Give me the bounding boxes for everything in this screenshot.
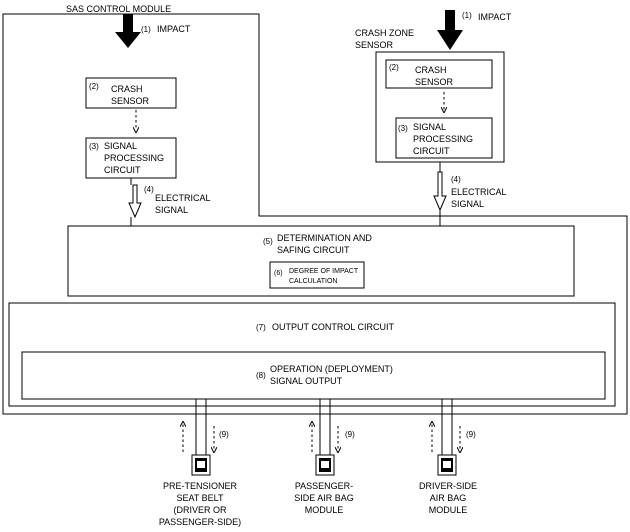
electrical-line1-right: ELECTRICAL xyxy=(451,187,507,197)
operation-line2: SIGNAL OUTPUT xyxy=(270,376,343,386)
electrical-signal-arrow-right xyxy=(433,171,447,212)
signal-processing-number-right: (3) xyxy=(398,124,408,133)
crash-zone-title-line1: CRASH ZONE xyxy=(355,28,414,38)
crash-sensor-line2-right: SENSOR xyxy=(415,77,454,87)
crash-sensor-line1-right: CRASH xyxy=(415,65,447,75)
sas-control-module-title: SAS CONTROL MODULE xyxy=(66,4,171,14)
electrical-number-right: (4) xyxy=(451,175,461,184)
pretensioner-line1: PRE-TENSIONER xyxy=(163,481,238,491)
signal-processing-line3-left: CIRCUIT xyxy=(104,165,141,175)
crash-sensor-number-left: (2) xyxy=(89,82,99,91)
degree-impact-box xyxy=(269,261,365,289)
crash-sensor-line1-left: CRASH xyxy=(111,84,143,94)
driver-airbag-line2: AIR BAG xyxy=(430,493,467,503)
impact-label-right: IMPACT xyxy=(478,12,512,22)
passenger-feedback-number: (9) xyxy=(345,430,355,439)
impact-label-left: IMPACT xyxy=(157,24,191,34)
signal-processing-line2-right: PROCESSING xyxy=(413,134,473,144)
signal-processing-box-right xyxy=(395,117,493,159)
signal-processing-line3-right: CIRCUIT xyxy=(413,146,450,156)
crash-sensor-number-right: (2) xyxy=(389,63,399,72)
sas-control-module-frame xyxy=(2,13,628,415)
impact-arrow-icon xyxy=(115,14,141,48)
electrical-line2-right: SIGNAL xyxy=(451,199,484,209)
impact-number-right: (1) xyxy=(462,11,472,20)
signal-processing-number-left: (3) xyxy=(89,142,99,151)
driver-airbag-line1: DRIVER-SIDE xyxy=(419,481,477,491)
degree-impact-number: (6) xyxy=(274,270,283,277)
driver-feedback-number: (9) xyxy=(466,430,476,439)
crash-zone-title-line2: SENSOR xyxy=(355,40,394,50)
degree-impact-line2: CALCULATION xyxy=(289,278,338,285)
pretensioner-line4: PASSENGER-SIDE) xyxy=(159,517,241,527)
passenger-airbag-connector-icon xyxy=(315,454,335,476)
driver-airbag-line3: MODULE xyxy=(429,505,468,515)
electrical-line1-left: ELECTRICAL xyxy=(155,193,211,203)
determination-number: (5) xyxy=(263,237,273,246)
signal-processing-line2-left: PROCESSING xyxy=(104,153,164,163)
passenger-airbag-line1: PASSENGER- xyxy=(295,481,353,491)
electrical-line2-left: SIGNAL xyxy=(155,205,188,215)
determination-line2: SAFING CIRCUIT xyxy=(277,245,350,255)
pretensioner-feedback-number: (9) xyxy=(219,430,229,439)
signal-processing-line1-right: SIGNAL xyxy=(413,122,446,132)
pretensioner-connector-icon xyxy=(191,454,211,476)
electrical-number-left: (4) xyxy=(144,185,154,194)
degree-impact-line1: DEGREE OF IMPACT xyxy=(289,268,359,275)
crash-sensor-box-right xyxy=(385,59,493,89)
pretensioner-line2: SEAT BELT xyxy=(176,493,224,503)
output-control-number: (7) xyxy=(256,323,266,332)
passenger-airbag-line2: SIDE AIR BAG xyxy=(294,493,354,503)
crash-sensor-line2-left: SENSOR xyxy=(111,96,150,106)
impact-number-left: (1) xyxy=(141,25,151,34)
electrical-signal-arrow-left xyxy=(128,184,142,219)
signal-processing-line1-left: SIGNAL xyxy=(104,141,137,151)
operation-number: (8) xyxy=(256,371,266,380)
impact-arrow-icon-right xyxy=(437,10,463,50)
operation-signal-box xyxy=(21,351,606,400)
output-control-label: OUTPUT CONTROL CIRCUIT xyxy=(272,322,395,332)
driver-airbag-connector-icon xyxy=(437,454,457,476)
operation-line1: OPERATION (DEPLOYMENT) xyxy=(270,364,393,374)
crash-sensor-box-left xyxy=(85,77,177,109)
passenger-airbag-line3: MODULE xyxy=(305,505,344,515)
pretensioner-line3: (DRIVER OR xyxy=(173,505,227,515)
determination-line1: DETERMINATION AND xyxy=(277,233,372,243)
